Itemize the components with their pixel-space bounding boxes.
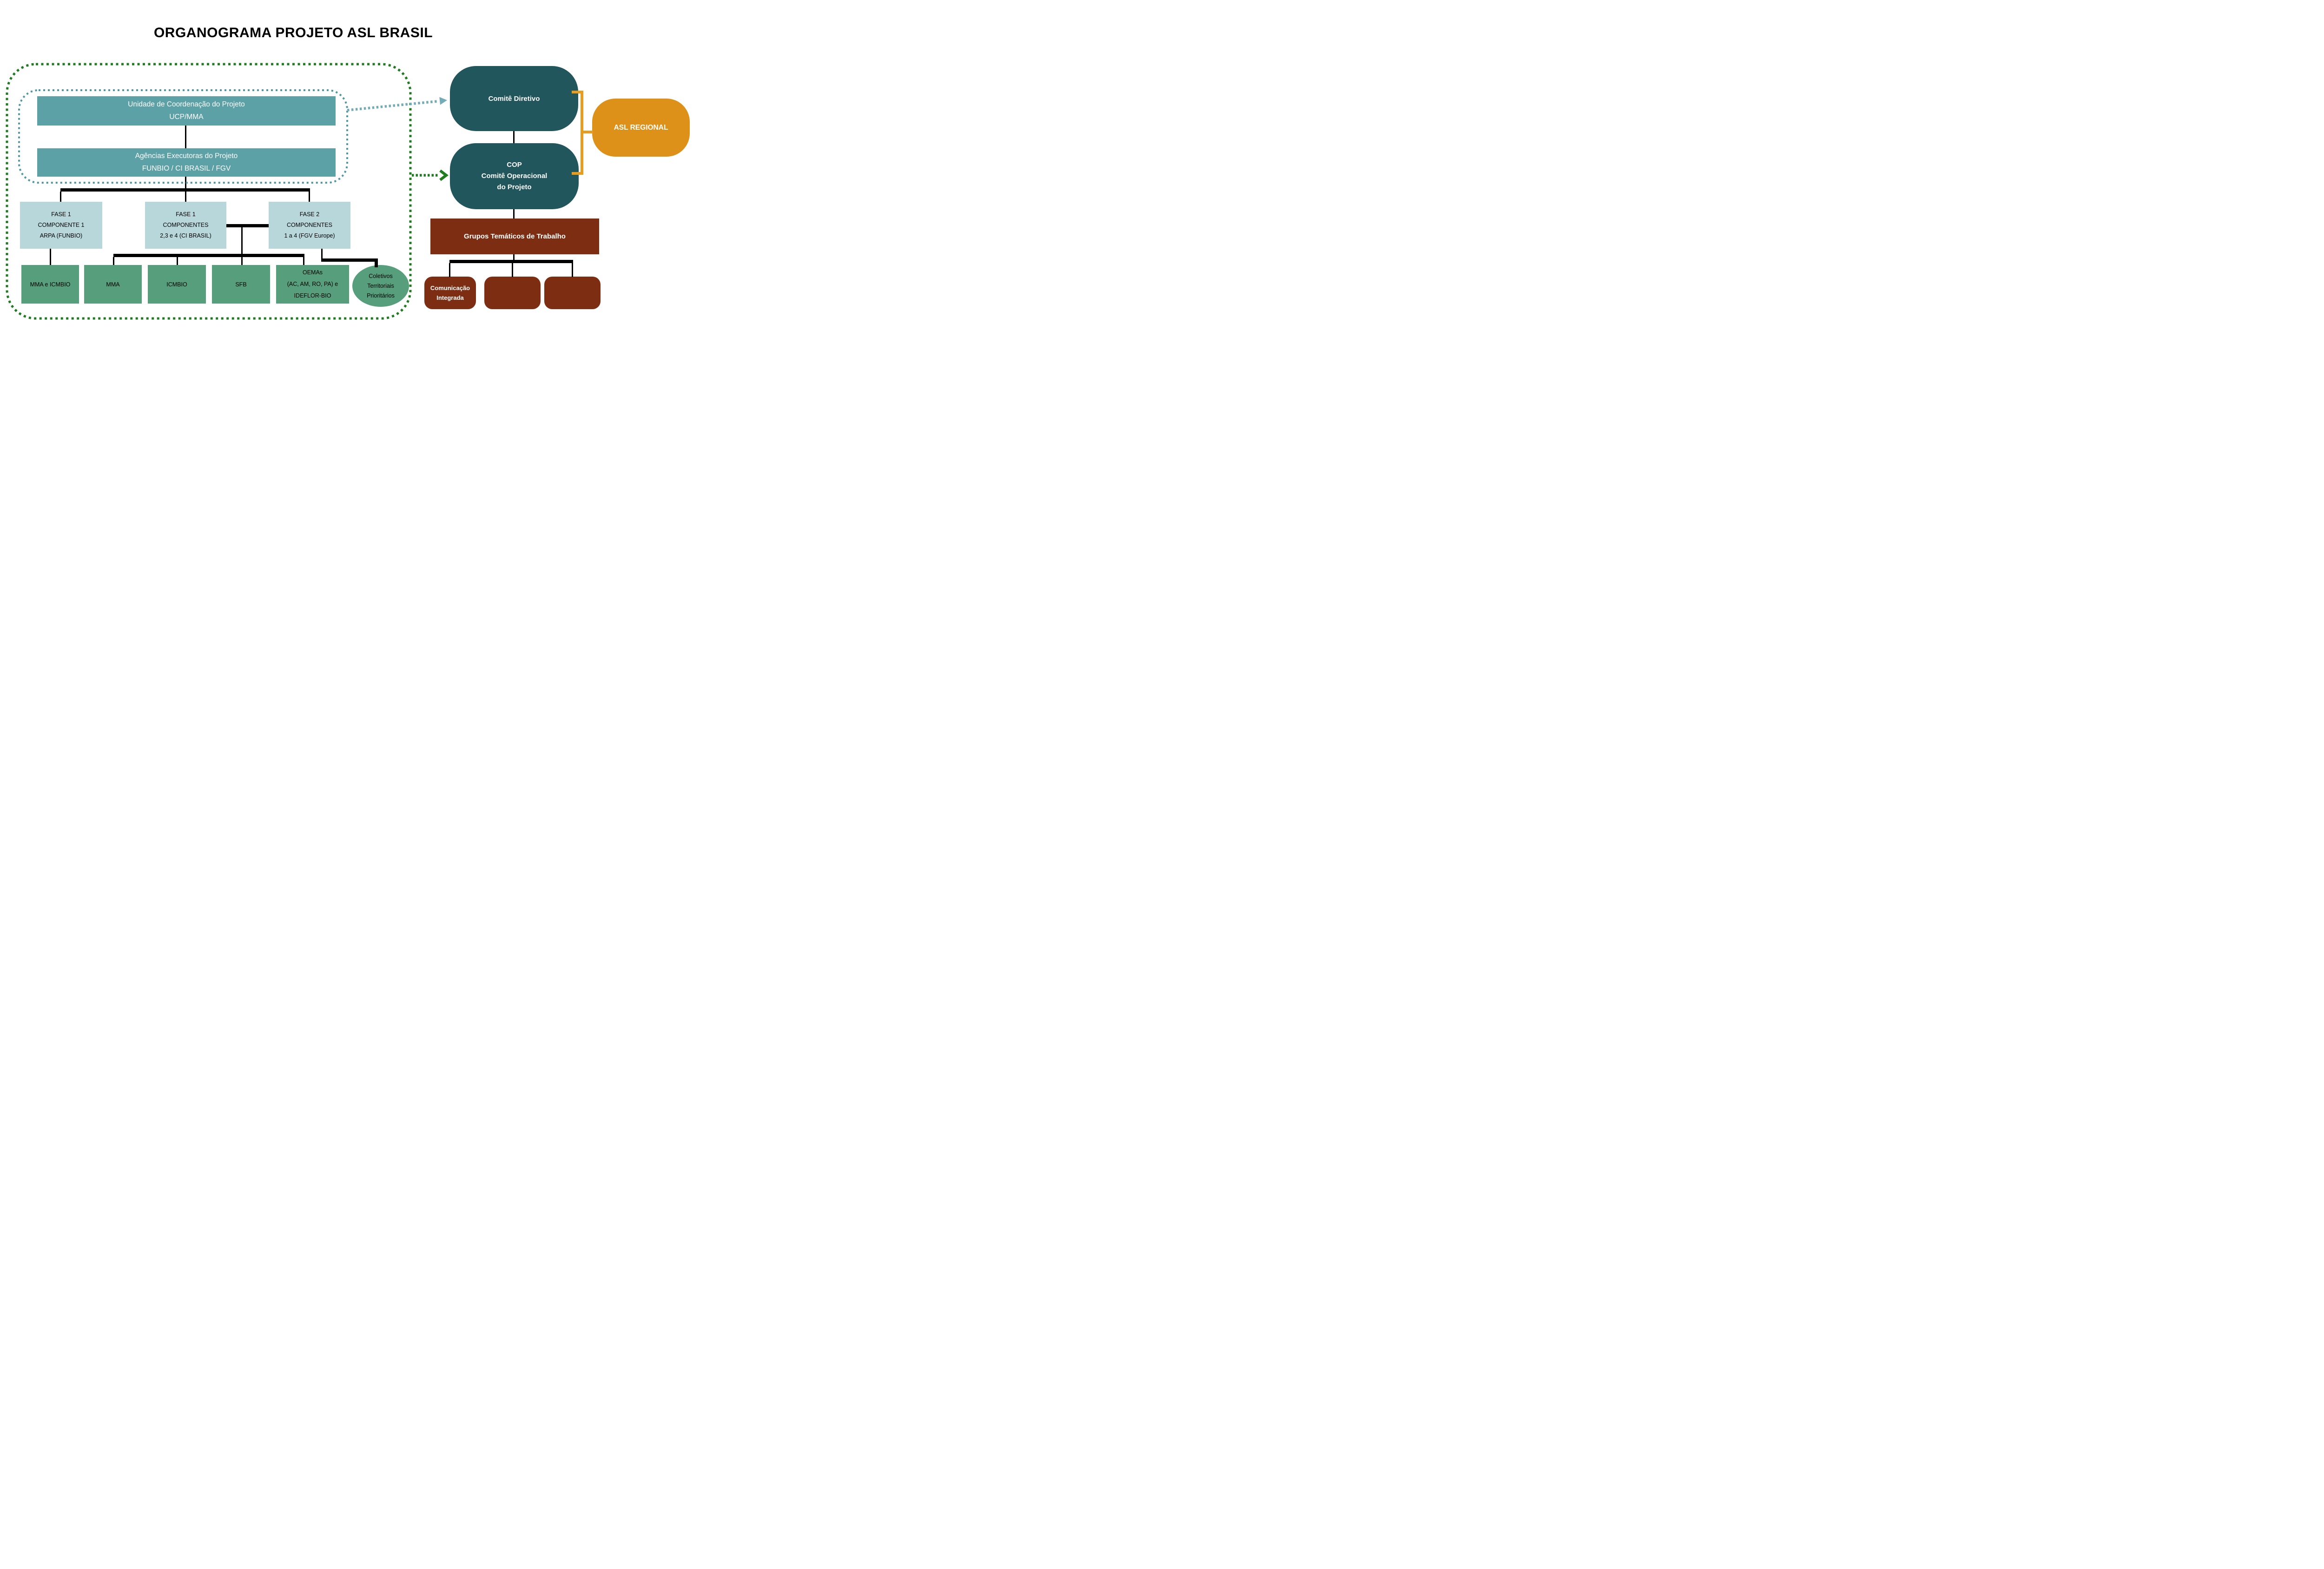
executor-label: ICMBIO xyxy=(166,281,187,288)
fase1-componentes-box: FASE 1 COMPONENTES 2,3 e 4 (CI BRASIL) xyxy=(145,202,226,249)
executor-box-mma-icmbio: MMA e ICMBIO xyxy=(21,265,79,304)
fase-line: FASE 1 xyxy=(176,211,196,218)
oemas-line: OEMAs xyxy=(302,269,323,276)
executor-label: MMA xyxy=(106,281,120,288)
green-arrowhead-icon xyxy=(439,169,449,181)
connector xyxy=(185,177,186,189)
fase-line: 2,3 e 4 (CI BRASIL) xyxy=(160,232,211,239)
executor-box-oemas: OEMAs (AC, AM, RO, PA) e IDEFLOR-BIO xyxy=(276,265,349,304)
executing-agencies-line1: Agências Executoras do Projeto xyxy=(135,152,238,160)
fase2-componentes-box: FASE 2 COMPONENTES 1 a 4 (FGV Europe) xyxy=(269,202,350,249)
connector-bar xyxy=(321,258,377,262)
connector xyxy=(303,257,304,265)
connector-bar xyxy=(449,260,573,263)
coletivos-line: Prioritários xyxy=(367,292,395,299)
connector xyxy=(375,258,378,267)
fase-line: COMPONENTES xyxy=(287,222,332,228)
executor-label: MMA e ICMBIO xyxy=(30,281,71,288)
cop-line: do Projeto xyxy=(497,183,532,191)
fase-line: 1 a 4 (FGV Europe) xyxy=(284,232,335,239)
coordination-unit-box: Unidade de Coordenação do Projeto UCP/MM… xyxy=(37,96,336,126)
executing-agencies-line2: FUNBIO / CI BRASIL / FGV xyxy=(142,165,231,172)
teal-dashed-arrow xyxy=(347,97,447,112)
connector-bar xyxy=(60,188,310,192)
cop-line: COP xyxy=(507,161,522,169)
executor-box-mma: MMA xyxy=(84,265,142,304)
coletivos-territoriais-ellipse: Coletivos Territoriais Prioritários xyxy=(352,265,409,307)
coordination-unit-line2: UCP/MMA xyxy=(169,113,204,121)
coletivos-line: Territoriais xyxy=(367,282,394,289)
fase-line: FASE 2 xyxy=(299,211,320,218)
connector xyxy=(513,131,515,143)
executor-box-sfb: SFB xyxy=(212,265,270,304)
connector xyxy=(177,257,178,265)
fase-line: COMPONENTES xyxy=(163,222,209,228)
diagram-overlay xyxy=(6,63,593,320)
page-title: ORGANOGRAMA PROJETO ASL BRASIL xyxy=(153,25,433,40)
organogram-canvas: ORGANOGRAMA PROJETO ASL BRASIL Unidade d… xyxy=(0,0,697,392)
oemas-line: IDEFLOR-BIO xyxy=(294,292,331,299)
connector xyxy=(241,227,243,265)
executor-label: SFB xyxy=(235,281,247,288)
connector-bar xyxy=(226,224,269,227)
grupos-tematicos-label: Grupos Temáticos de Trabalho xyxy=(464,232,566,240)
coordination-unit-line1: Unidade de Coordenação do Projeto xyxy=(128,100,245,108)
connector-bar xyxy=(113,254,304,257)
grupo-sub-line: Comunicação xyxy=(430,285,470,291)
fase-line: ARPA (FUNBIO) xyxy=(40,232,83,239)
grupos-tematicos-box: Grupos Temáticos de Trabalho xyxy=(430,218,599,254)
connector xyxy=(513,254,515,260)
asl-regional-pill: ASL REGIONAL xyxy=(592,99,690,157)
fase-line: FASE 1 xyxy=(51,211,71,218)
connector xyxy=(60,192,61,202)
executing-agencies-box: Agências Executoras do Projeto FUNBIO / … xyxy=(37,148,336,177)
executor-box-icmbio: ICMBIO xyxy=(148,265,206,304)
comite-diretivo-pill: Comitê Diretivo xyxy=(450,66,578,131)
connector xyxy=(513,209,515,218)
grupo-sub-box-comunicacao: Comunicação Integrada xyxy=(424,277,476,309)
connector xyxy=(572,263,573,277)
connector xyxy=(185,126,186,148)
coletivos-line: Coletivos xyxy=(369,272,393,279)
fase-line: COMPONENTE 1 xyxy=(38,222,85,228)
connector xyxy=(185,192,186,202)
fase1-componente1-box: FASE 1 COMPONENTE 1 ARPA (FUNBIO) xyxy=(20,202,102,249)
grupo-sub-line: Integrada xyxy=(436,294,464,301)
connector xyxy=(449,263,450,277)
cop-pill: COP Comitê Operacional do Projeto xyxy=(450,143,579,209)
asl-regional-label: ASL REGIONAL xyxy=(614,123,668,132)
cop-line: Comitê Operacional xyxy=(481,172,548,180)
connector xyxy=(113,257,114,265)
connector xyxy=(512,263,513,277)
teal-arrowhead-icon xyxy=(439,97,447,105)
grupo-sub-box-empty xyxy=(484,277,541,309)
green-dashed-arrow xyxy=(412,169,449,181)
connector xyxy=(309,192,310,202)
connector xyxy=(50,249,51,265)
oemas-line: (AC, AM, RO, PA) e xyxy=(287,281,338,287)
comite-diretivo-label: Comitê Diretivo xyxy=(488,94,540,103)
grupo-sub-box-empty xyxy=(544,277,601,309)
